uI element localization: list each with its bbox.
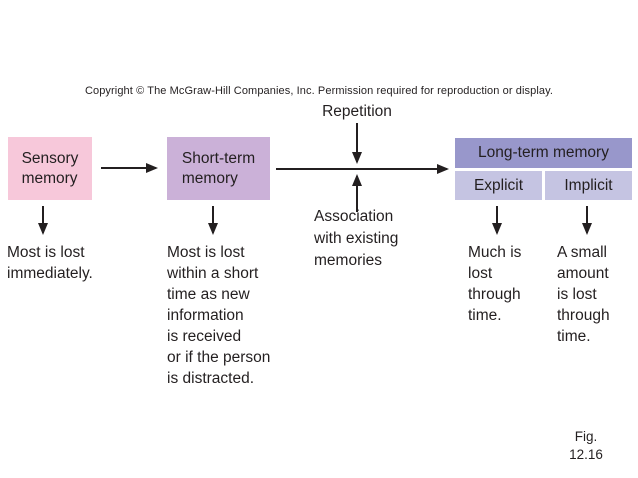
implicit-memory-label: Implicit [564,176,613,194]
long-term-memory-label: Long-term memory [478,144,609,161]
explicit-memory-cell: Explicit [455,171,542,200]
sensory-memory-box: Sensory memory [8,137,92,200]
implicit-loss-note: A small amount is lost through time. [557,244,610,345]
sensory-memory-label: Sensory memory [21,149,79,187]
figure-number-line1: Fig. [574,429,598,444]
figure-number: Fig. 12.16 [546,428,626,464]
short-term-memory-label: Short-term memory [181,149,256,187]
long-term-memory-subtypes: Explicit Implicit [455,171,632,200]
explicit-memory-label: Explicit [473,176,524,194]
sensory-loss-note: Most is lost immediately. [7,244,93,282]
figure-number-line2: 12.16 [569,447,603,462]
explicit-loss-note: Much is lost through time. [468,244,522,324]
copyright-notice: Copyright © The McGraw-Hill Companies, I… [84,85,554,97]
implicit-memory-cell: Implicit [545,171,632,200]
repetition-label: Repetition [322,103,392,120]
short-term-loss-note: Most is lost within a short time as new … [167,244,271,387]
short-term-memory-box: Short-term memory [167,137,270,200]
long-term-memory-box: Long-term memory Explicit Implicit [455,138,632,200]
association-label: Association with existing memories [314,208,399,269]
long-term-memory-header: Long-term memory [455,138,632,168]
